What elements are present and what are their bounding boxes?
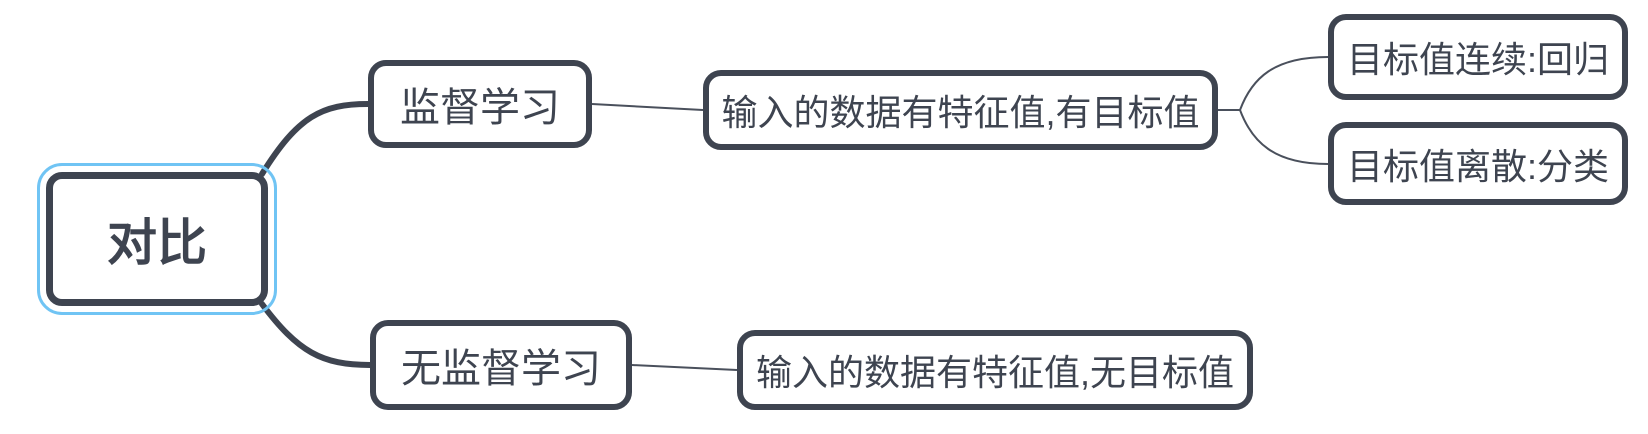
supervised-detail-label: 输入的数据有特征值,有目标值: [721, 92, 1200, 133]
connector-root-to-unsupervised: [259, 301, 373, 368]
unsupervised-detail-label: 输入的数据有特征值,无目标值: [755, 352, 1234, 393]
unsupervised-learning-node[interactable]: 无监督学习: [370, 320, 632, 410]
connector-fork-to-classification: [1239, 109, 1329, 165]
connector-fork-to-regression: [1239, 56, 1329, 111]
classification-leaf-label: 目标值离散:分类: [1346, 145, 1609, 187]
connector-root-to-supervised: [259, 101, 371, 177]
root-topic-label: 对比: [107, 215, 207, 271]
unsupervised-detail-node[interactable]: 输入的数据有特征值,无目标值: [737, 330, 1253, 410]
unsupervised-learning-label: 无监督学习: [401, 347, 601, 391]
connector-supervised-to-detail: [591, 103, 704, 111]
supervised-detail-node[interactable]: 输入的数据有特征值,有目标值: [703, 70, 1218, 150]
connector-unsupervised-to-detail: [631, 364, 738, 371]
root-topic-node[interactable]: 对比: [37, 163, 277, 315]
regression-leaf-node[interactable]: 目标值连续:回归: [1328, 14, 1628, 100]
classification-leaf-node[interactable]: 目标值离散:分类: [1328, 122, 1628, 205]
supervised-learning-node[interactable]: 监督学习: [368, 60, 592, 148]
regression-leaf-label: 目标值连续:回归: [1346, 39, 1609, 80]
supervised-learning-label: 监督学习: [400, 86, 560, 130]
